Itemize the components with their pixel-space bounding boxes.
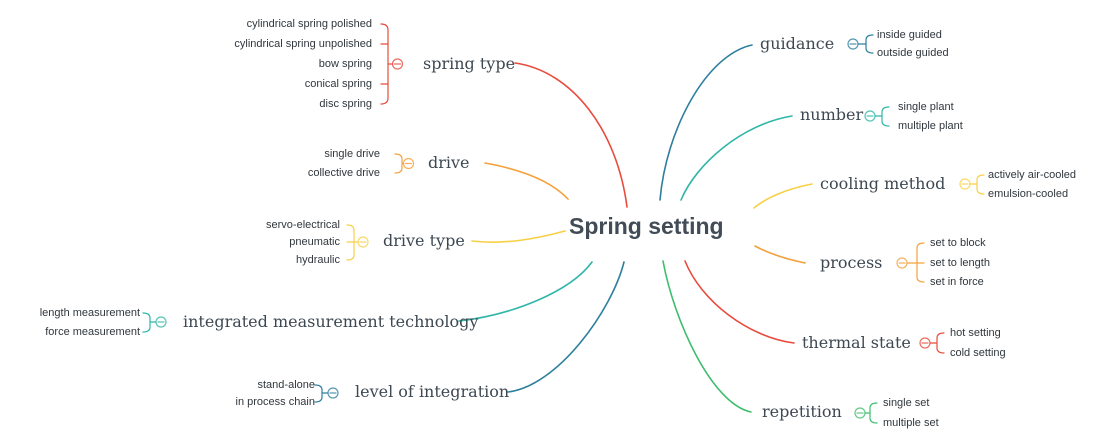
branch-curve-level-of-integration bbox=[507, 261, 625, 393]
leaf-bracket-cooling-method bbox=[969, 174, 985, 195]
leaf-node-hydraulic[interactable]: hydraulic bbox=[295, 254, 340, 266]
collapse-icon-drive[interactable] bbox=[402, 157, 415, 170]
branch-node-process[interactable]: process bbox=[820, 253, 883, 272]
leaf-node-bow-spring[interactable]: bow spring bbox=[318, 58, 372, 70]
leaf-node-stand-alone[interactable]: stand-alone bbox=[257, 379, 316, 391]
leaf-node-set-in-force[interactable]: set in force bbox=[930, 276, 984, 288]
branch-curve-cooling-method bbox=[753, 183, 813, 209]
leaf-node-pneumatic[interactable]: pneumatic bbox=[289, 236, 340, 248]
leaf-node-emulsion-cooled[interactable]: emulsion-cooled bbox=[988, 188, 1069, 200]
collapse-icon-repetition[interactable] bbox=[854, 407, 866, 419]
leaf-node-cold-setting[interactable]: cold setting bbox=[950, 347, 1006, 359]
leaf-bracket-number bbox=[874, 106, 890, 127]
collapse-icon-number[interactable] bbox=[864, 110, 876, 122]
branch-node-repetition[interactable]: repetition bbox=[762, 402, 842, 421]
leaf-bracket-drive bbox=[394, 153, 405, 174]
branch-curve-integrated-measurement-technology bbox=[458, 261, 593, 322]
leaf-bracket-thermal-state bbox=[929, 332, 945, 354]
branch-curve-drive-type bbox=[471, 230, 566, 243]
leaf-node-cylindrical-spring-unpolished[interactable]: cylindrical spring unpolished bbox=[234, 38, 372, 50]
collapse-icon-drive-type[interactable] bbox=[357, 236, 369, 248]
leaf-node-set-to-block[interactable]: set to block bbox=[930, 237, 986, 249]
leaf-node-servo-electrical[interactable]: servo-electrical bbox=[266, 219, 340, 231]
leaf-node-inside-guided[interactable]: inside guided bbox=[877, 29, 942, 41]
branch-node-guidance[interactable]: guidance bbox=[760, 34, 835, 53]
leaf-node-length-measurement[interactable]: length measurement bbox=[39, 307, 140, 319]
collapse-icon-level-of-integration[interactable] bbox=[327, 387, 339, 399]
leaf-node-outside-guided[interactable]: outside guided bbox=[877, 47, 949, 59]
collapse-icon-guidance[interactable] bbox=[847, 38, 859, 50]
branch-node-thermal-state[interactable]: thermal state bbox=[802, 333, 911, 352]
leaf-node-multiple-plant[interactable]: multiple plant bbox=[898, 120, 963, 132]
leaf-bracket-integrated-measurement-technology bbox=[142, 312, 157, 333]
branch-node-spring-type[interactable]: spring type bbox=[423, 54, 516, 73]
leaf-node-single-drive[interactable]: single drive bbox=[324, 148, 380, 160]
branch-curve-process bbox=[754, 245, 806, 264]
leaf-node-in-process-chain[interactable]: in process chain bbox=[235, 396, 316, 408]
branch-curve-drive bbox=[484, 162, 569, 200]
branch-curve-repetition bbox=[662, 260, 752, 413]
leaf-node-multiple-set[interactable]: multiple set bbox=[883, 417, 939, 429]
collapse-icon-process[interactable] bbox=[896, 257, 908, 269]
branch-curve-guidance bbox=[659, 44, 753, 201]
branch-node-cooling-method[interactable]: cooling method bbox=[820, 174, 946, 193]
leaf-bracket-process bbox=[906, 242, 925, 283]
branch-node-integrated-measurement-technology[interactable]: integrated measurement technology bbox=[183, 312, 479, 331]
collapse-icon-thermal-state[interactable] bbox=[919, 337, 931, 349]
leaf-node-single-set[interactable]: single set bbox=[883, 397, 930, 409]
leaf-node-hot-setting[interactable]: hot setting bbox=[950, 327, 1001, 339]
leaf-bracket-drive-type bbox=[346, 224, 359, 261]
branch-node-drive[interactable]: drive bbox=[428, 153, 470, 172]
leaf-bracket-level-of-integration bbox=[314, 384, 329, 403]
leaf-node-cylindrical-spring-polished[interactable]: cylindrical spring polished bbox=[246, 18, 372, 30]
leaf-node-single-plant[interactable]: single plant bbox=[898, 101, 954, 113]
leaf-node-force-measurement[interactable]: force measurement bbox=[45, 326, 140, 338]
leaf-bracket-repetition bbox=[864, 402, 878, 424]
leaf-node-conical-spring[interactable]: conical spring bbox=[304, 78, 372, 90]
collapse-icon-integrated-measurement-technology[interactable] bbox=[155, 316, 167, 328]
branch-curve-number bbox=[680, 115, 793, 201]
branch-curve-thermal-state bbox=[684, 260, 795, 344]
collapse-icon-spring-type[interactable] bbox=[391, 58, 404, 70]
leaf-node-set-to-length[interactable]: set to length bbox=[930, 257, 990, 269]
leaf-node-disc-spring[interactable]: disc spring bbox=[319, 98, 372, 110]
branch-curve-spring-type bbox=[514, 62, 628, 208]
central-topic[interactable]: Spring setting bbox=[569, 213, 724, 239]
branch-node-number[interactable]: number bbox=[800, 105, 864, 124]
leaf-node-actively-air-cooled[interactable]: actively air-cooled bbox=[988, 169, 1077, 181]
branch-node-level-of-integration[interactable]: level of integration bbox=[355, 382, 510, 401]
leaf-bracket-guidance bbox=[857, 34, 874, 54]
leaf-node-collective-drive[interactable]: collective drive bbox=[307, 167, 380, 179]
collapse-icon-cooling-method[interactable] bbox=[959, 178, 971, 190]
leaf-bracket-spring-type bbox=[380, 23, 394, 105]
branch-node-drive-type[interactable]: drive type bbox=[383, 231, 465, 250]
